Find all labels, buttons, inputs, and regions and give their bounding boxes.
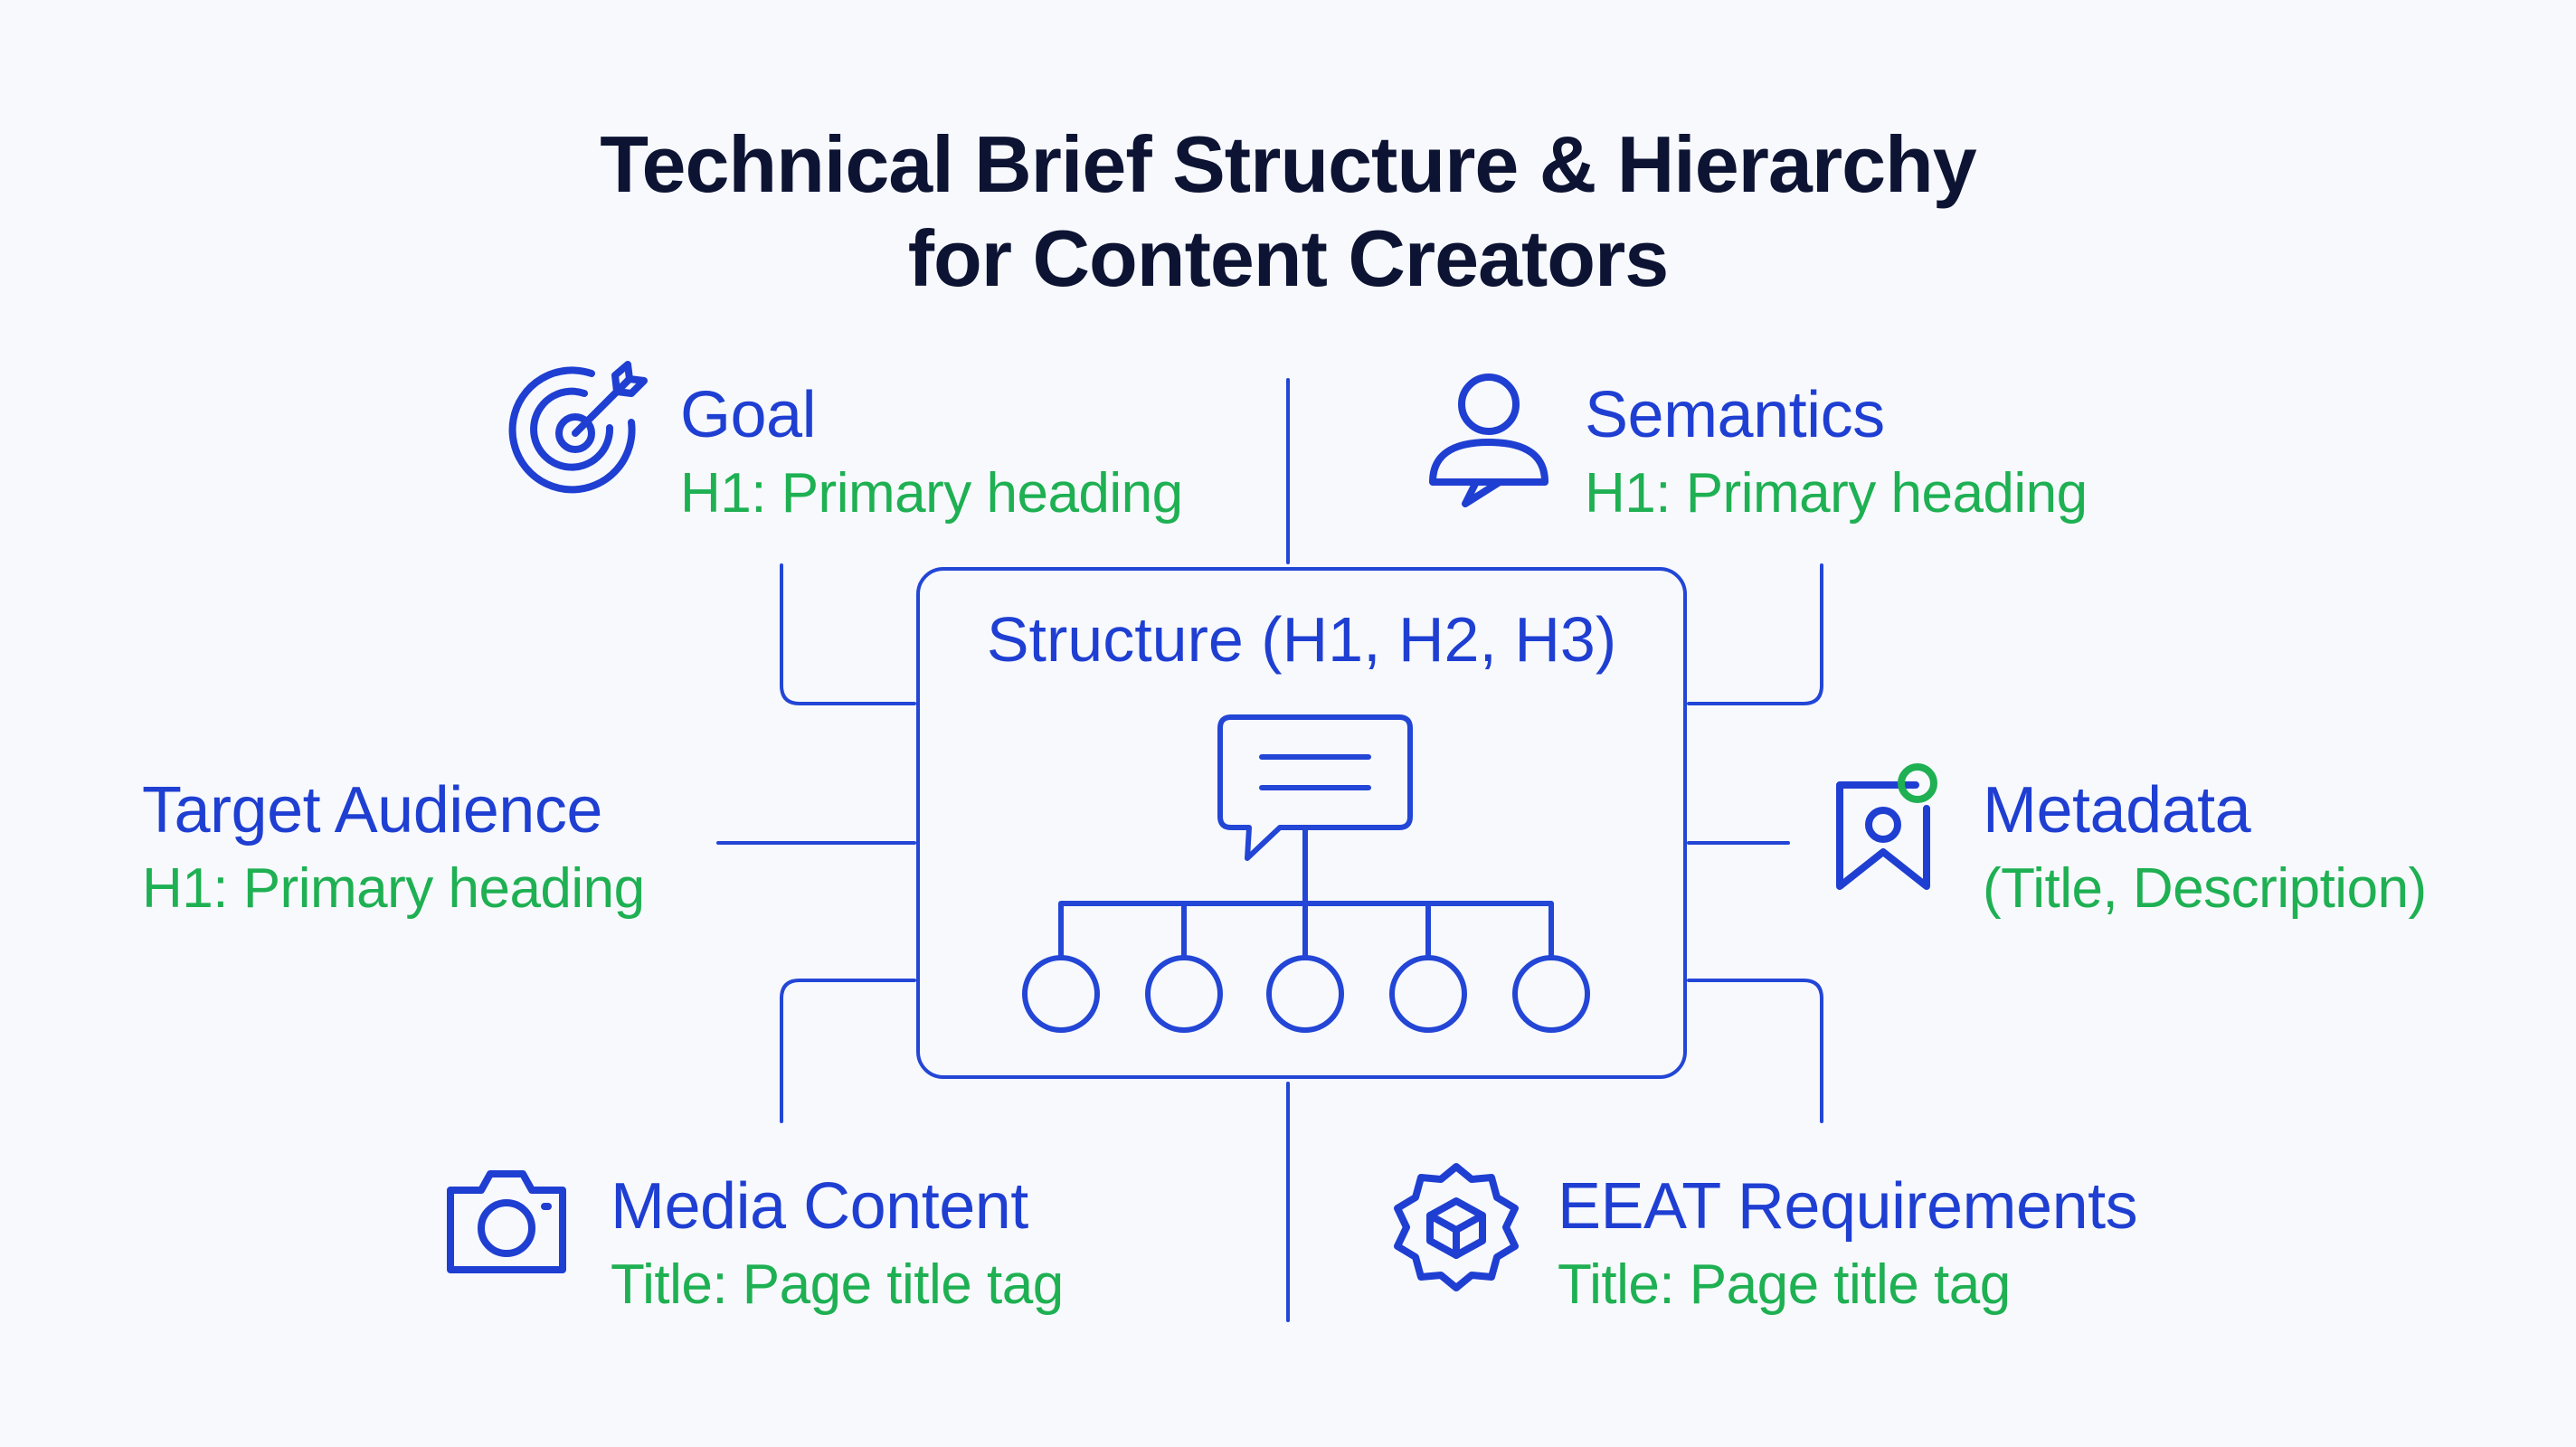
structure-box: Structure (H1, H2, H3) — [916, 567, 1687, 1079]
goal-node: Goal H1: Primary heading — [680, 375, 1183, 533]
connector-top-right — [1687, 563, 1823, 705]
connector-bottom-right — [1687, 979, 1823, 1123]
metadata-title: Metadata — [1983, 774, 2251, 846]
goal-title: Goal — [680, 379, 817, 451]
target-audience-node: Target Audience H1: Primary heading — [142, 771, 645, 928]
metadata-subtitle: (Title, Description) — [1983, 857, 2427, 920]
page-title-line-1: Technical Brief Structure & Hierarchy — [600, 119, 1976, 209]
semantics-node: Semantics H1: Primary heading — [1585, 375, 2088, 533]
page-title: Technical Brief Structure & Hierarchy fo… — [0, 118, 2576, 306]
media-content-subtitle: Title: Page title tag — [611, 1253, 1064, 1316]
media-content-title: Media Content — [611, 1170, 1028, 1243]
metadata-node: Metadata (Title, Description) — [1983, 771, 2427, 928]
user-icon — [1429, 374, 1548, 507]
camera-icon — [447, 1170, 566, 1273]
eeat-title: EEAT Requirements — [1558, 1170, 2138, 1243]
semantics-subtitle: H1: Primary heading — [1585, 462, 2088, 525]
bookmark-tag-icon — [1836, 763, 1937, 890]
hierarchy-chat-icon — [1022, 714, 1590, 1033]
eeat-node: EEAT Requirements Title: Page title tag — [1558, 1167, 2138, 1324]
structure-title: Structure (H1, H2, H3) — [986, 604, 1617, 675]
media-content-node: Media Content Title: Page title tag — [611, 1167, 1064, 1324]
connector-bottom-left — [780, 979, 916, 1123]
target-audience-title: Target Audience — [142, 774, 602, 846]
target-icon — [508, 361, 648, 494]
target-audience-subtitle: H1: Primary heading — [142, 857, 645, 920]
semantics-title: Semantics — [1585, 379, 1885, 451]
badge-icon — [1394, 1163, 1519, 1291]
goal-subtitle: H1: Primary heading — [680, 462, 1183, 525]
connector-top-left — [780, 563, 916, 705]
page-title-line-2: for Content Creators — [907, 213, 1670, 303]
eeat-subtitle: Title: Page title tag — [1558, 1253, 2011, 1316]
